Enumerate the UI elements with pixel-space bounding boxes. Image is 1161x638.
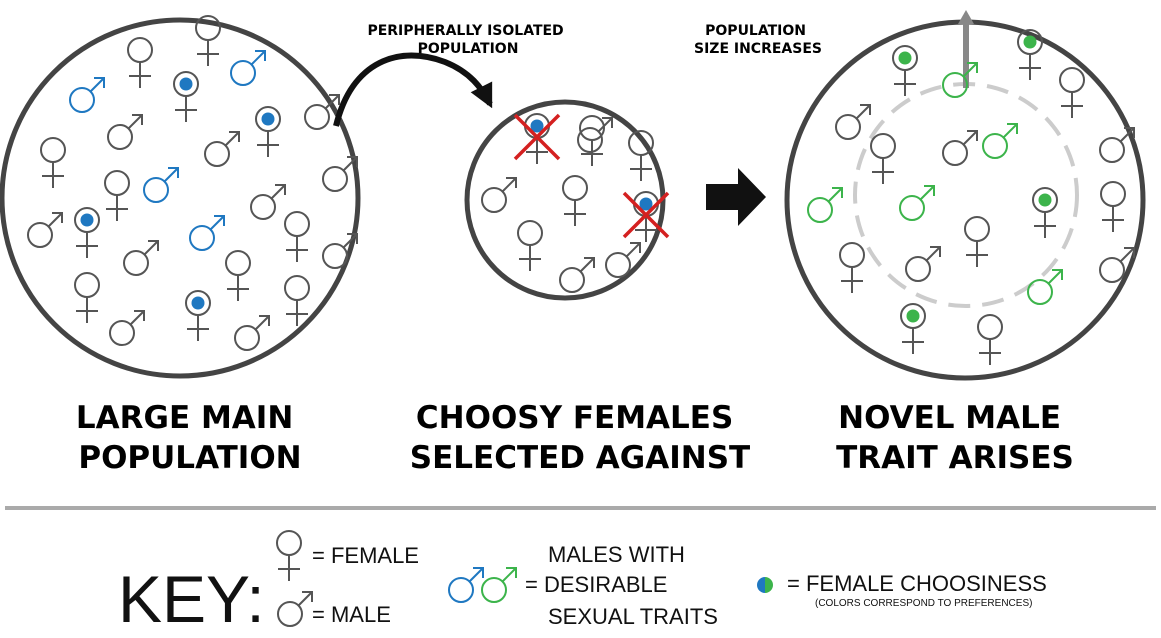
male-icon <box>1099 127 1135 163</box>
choosy-female-icon <box>173 71 199 122</box>
selected-against-cross-icon <box>513 113 561 161</box>
selected-against-cross-icon <box>622 191 670 239</box>
choosy-female-icon <box>900 303 926 354</box>
male-icon <box>109 310 145 346</box>
male-icon <box>27 212 63 248</box>
choosy-female-icon <box>1017 29 1043 80</box>
choosy-female-icon <box>74 207 100 258</box>
female-icon <box>628 130 654 181</box>
key-desirable-label: MALES WITH = DESIRABLE SEXUAL TRAITS <box>525 542 718 629</box>
key-male-icon <box>277 591 313 627</box>
gray-up-arrow-icon <box>958 10 974 88</box>
key-desirable-green-male-icon <box>481 567 517 603</box>
caption-main: LARGE MAIN POPULATION <box>76 400 304 476</box>
key-desirable-blue-male-icon <box>448 567 484 603</box>
desirable-male-icon <box>69 77 105 113</box>
female-icon <box>195 15 221 66</box>
male-icon <box>322 156 358 192</box>
male-icon <box>107 114 143 150</box>
female-icon <box>977 314 1003 365</box>
female-icon <box>40 137 66 188</box>
male-icon <box>577 117 613 153</box>
choosy-female-icon <box>1032 187 1058 238</box>
female-icon <box>284 275 310 326</box>
female-icon <box>870 133 896 184</box>
female-icon <box>74 272 100 323</box>
curved-arrow-icon <box>333 52 493 127</box>
choosy-female-icon <box>185 290 211 341</box>
choosy-female-icon <box>255 106 281 157</box>
size-increase-label: POPULATION SIZE INCREASES <box>694 23 822 57</box>
male-icon <box>481 177 517 213</box>
key-choosiness-note: (COLORS CORRESPOND TO PREFERENCES) <box>815 598 1032 609</box>
key-title: KEY: <box>118 562 265 636</box>
male-icon <box>1099 247 1135 283</box>
key-choosiness-dot-icon <box>757 577 773 593</box>
desirable-male-icon <box>1027 269 1063 305</box>
choosy-female-icon <box>892 45 918 96</box>
male-icon <box>605 242 641 278</box>
key-female-icon <box>276 530 302 581</box>
male-icon <box>322 233 358 269</box>
female-icon <box>1059 67 1085 118</box>
desirable-male-icon <box>230 50 266 86</box>
female-icon <box>517 220 543 271</box>
desirable-male-icon <box>189 215 225 251</box>
block-arrow-icon <box>706 168 766 226</box>
caption-novel: NOVEL MALE TRAIT ARISES <box>836 400 1074 476</box>
female-icon <box>1100 181 1126 232</box>
male-icon <box>905 246 941 282</box>
male-icon <box>559 257 595 293</box>
desirable-male-icon <box>899 185 935 221</box>
female-icon <box>964 216 990 267</box>
male-icon <box>123 240 159 276</box>
population-symbols <box>27 15 1135 627</box>
female-icon <box>127 37 153 88</box>
male-icon <box>835 104 871 140</box>
female-icon <box>562 175 588 226</box>
key-male-label: = MALE <box>312 602 391 627</box>
male-icon <box>204 131 240 167</box>
male-icon <box>234 315 270 351</box>
female-icon <box>839 242 865 293</box>
isolated-population-circle <box>464 99 666 301</box>
male-icon <box>942 130 978 166</box>
female-icon <box>225 250 251 301</box>
female-icon <box>104 170 130 221</box>
main-population-circle <box>0 17 361 379</box>
desirable-male-icon <box>982 123 1018 159</box>
isolated-label: PERIPHERALLY ISOLATED POPULATION <box>367 23 568 57</box>
male-icon <box>250 184 286 220</box>
male-icon <box>304 94 340 130</box>
desirable-male-icon <box>942 62 978 98</box>
key-choosiness-label: = FEMALE CHOOSINESS <box>787 571 1047 596</box>
female-icon <box>579 115 605 166</box>
key-female-label: = FEMALE <box>312 543 419 568</box>
caption-isolated: CHOOSY FEMALES SELECTED AGAINST <box>410 400 750 476</box>
desirable-male-icon <box>143 167 179 203</box>
desirable-male-icon <box>807 187 843 223</box>
female-icon <box>284 211 310 262</box>
